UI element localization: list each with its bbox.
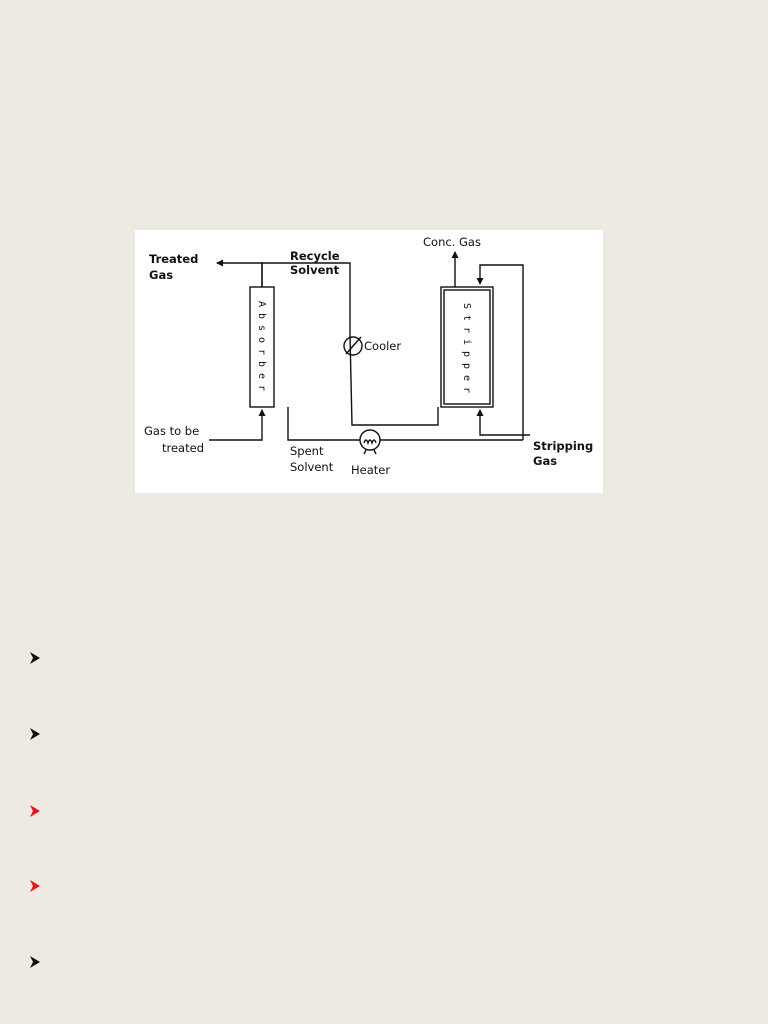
stripper-column: [440, 286, 494, 408]
label-cooler: Cooler: [364, 339, 401, 353]
stripper-loop-line: [476, 264, 524, 440]
label-recycle-2: Solvent: [290, 263, 340, 277]
bullet-arrow-icon: [30, 728, 40, 740]
absorber-letter: s: [256, 325, 267, 331]
absorber-letter: r: [256, 385, 267, 391]
heater-symbol: [359, 429, 381, 451]
absorber-stripper-diagram: Treated Gas Recycle Solvent Conc. Gas Co…: [135, 230, 603, 493]
label-treated-gas-1: Treated: [149, 252, 198, 266]
cooler-symbol: [343, 336, 363, 356]
absorber-letter: A: [256, 301, 267, 307]
label-stripping-2: Gas: [533, 454, 557, 468]
stripper-letter: p: [461, 363, 472, 369]
label-spent-1: Spent: [290, 444, 324, 458]
absorber-letter: b: [256, 313, 267, 319]
stripper-letter: S: [461, 303, 472, 309]
label-gas-to-be-2: treated: [162, 441, 204, 455]
recycle-solvent-line: [261, 262, 439, 426]
bullet-arrow-icon: [30, 652, 40, 664]
spent-solvent-line: [287, 407, 360, 441]
bullet-arrow-5: [29, 955, 43, 969]
stripper-letter: r: [461, 327, 472, 333]
absorber-letter: b: [256, 361, 267, 367]
label-gas-to-be-1: Gas to be: [144, 424, 199, 438]
bullet-arrow-2: [29, 727, 43, 741]
treated-gas-line: [216, 259, 263, 287]
label-conc-gas: Conc. Gas: [423, 235, 481, 249]
absorber-letter: r: [256, 349, 267, 355]
stripper-letter: i: [461, 339, 472, 345]
absorber-letter: o: [256, 337, 267, 343]
bullet-arrow-icon: [30, 805, 40, 817]
stripper-letter: p: [461, 351, 472, 357]
absorber-letter: e: [256, 373, 267, 379]
label-stripping-1: Stripping: [533, 439, 593, 453]
bullet-arrow-4: [29, 879, 43, 893]
bullet-arrow-icon: [30, 956, 40, 968]
label-spent-2: Solvent: [290, 460, 334, 474]
gas-in-line: [209, 409, 266, 441]
bullet-arrow-icon: [30, 880, 40, 892]
label-heater: Heater: [351, 463, 390, 477]
bullet-arrow-1: [29, 651, 43, 665]
stripper-letter: t: [461, 315, 472, 321]
bullet-arrow-3: [29, 804, 43, 818]
label-recycle-1: Recycle: [290, 249, 340, 263]
stripping-gas-line: [476, 409, 530, 436]
stripper-letter: e: [461, 375, 472, 381]
stripper-letter: r: [461, 387, 472, 393]
process-flow-svg: Treated Gas Recycle Solvent Conc. Gas Co…: [144, 235, 593, 477]
label-treated-gas-2: Gas: [149, 268, 173, 282]
